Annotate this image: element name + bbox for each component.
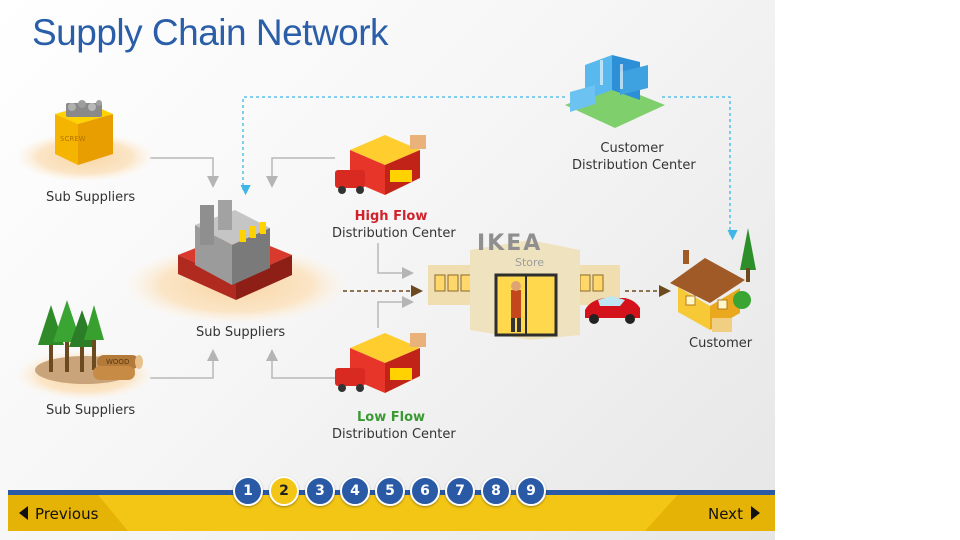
page-button-3[interactable]: 3 bbox=[305, 476, 335, 506]
next-arrow-icon bbox=[751, 506, 760, 520]
svg-text:SCREW: SCREW bbox=[60, 135, 86, 143]
supply-chain-diagram: SCREW WOOD bbox=[18, 55, 756, 399]
page-button-7[interactable]: 7 bbox=[445, 476, 475, 506]
arrow-lf-to-store bbox=[377, 296, 414, 328]
label-low-flow-dc: Low Flow Distribution Center bbox=[332, 409, 456, 443]
svg-text:Store: Store bbox=[515, 256, 544, 269]
label-customer-dc-line1: Customer bbox=[600, 141, 664, 156]
page-button-4[interactable]: 4 bbox=[340, 476, 370, 506]
label-high-flow-dc: High Flow Distribution Center bbox=[332, 208, 456, 242]
customer-dc-icon bbox=[565, 55, 665, 128]
arrow-hf-to-factory bbox=[266, 157, 335, 188]
label-sub-suppliers-bottom: Sub Suppliers bbox=[46, 403, 136, 418]
arrow-top-supplier-to-factory bbox=[150, 157, 219, 188]
page-button-9[interactable]: 9 bbox=[516, 476, 546, 506]
page-button-2[interactable]: 2 bbox=[269, 476, 299, 506]
next-label: Next bbox=[708, 505, 743, 523]
low-flow-dc-icon bbox=[335, 333, 426, 393]
label-low-flow-sub: Distribution Center bbox=[332, 427, 456, 442]
previous-label: Previous bbox=[35, 505, 99, 523]
dashed-link-to-factory bbox=[240, 96, 565, 196]
label-sub-suppliers-factory: Sub Suppliers bbox=[196, 325, 286, 340]
svg-text:WOOD: WOOD bbox=[106, 358, 129, 366]
high-flow-dc-icon bbox=[335, 135, 426, 195]
factory-icon bbox=[178, 200, 292, 300]
label-high-flow-title: High Flow bbox=[354, 209, 428, 224]
dashed-link-to-customer bbox=[662, 96, 738, 241]
car-icon bbox=[585, 296, 640, 324]
arrow-lf-to-factory bbox=[266, 349, 335, 379]
page-button-5[interactable]: 5 bbox=[375, 476, 405, 506]
label-low-flow-title: Low Flow bbox=[356, 410, 426, 425]
svg-text:IKEA: IKEA bbox=[477, 231, 542, 256]
page-button-8[interactable]: 8 bbox=[481, 476, 511, 506]
screw-box-icon: SCREW bbox=[55, 100, 113, 165]
previous-arrow-icon bbox=[19, 506, 28, 520]
page-button-6[interactable]: 6 bbox=[410, 476, 440, 506]
arrow-hf-to-store bbox=[377, 243, 414, 279]
arrow-bottom-supplier-to-factory bbox=[150, 349, 219, 379]
label-high-flow-sub: Distribution Center bbox=[332, 226, 456, 241]
customer-house-icon bbox=[670, 228, 756, 332]
label-sub-suppliers-top: Sub Suppliers bbox=[46, 190, 136, 205]
label-customer: Customer bbox=[689, 336, 753, 351]
page-button-1[interactable]: 1 bbox=[233, 476, 263, 506]
slide-stage: Supply Chain Network bbox=[0, 0, 775, 540]
label-customer-dc-line2: Distribution Center bbox=[572, 158, 696, 173]
ikea-store-icon: IKEA Store bbox=[428, 231, 620, 340]
label-customer-dc: Customer Distribution Center bbox=[572, 140, 696, 174]
trees-and-logs-icon: WOOD bbox=[35, 300, 143, 384]
page-title: Supply Chain Network bbox=[32, 12, 389, 53]
